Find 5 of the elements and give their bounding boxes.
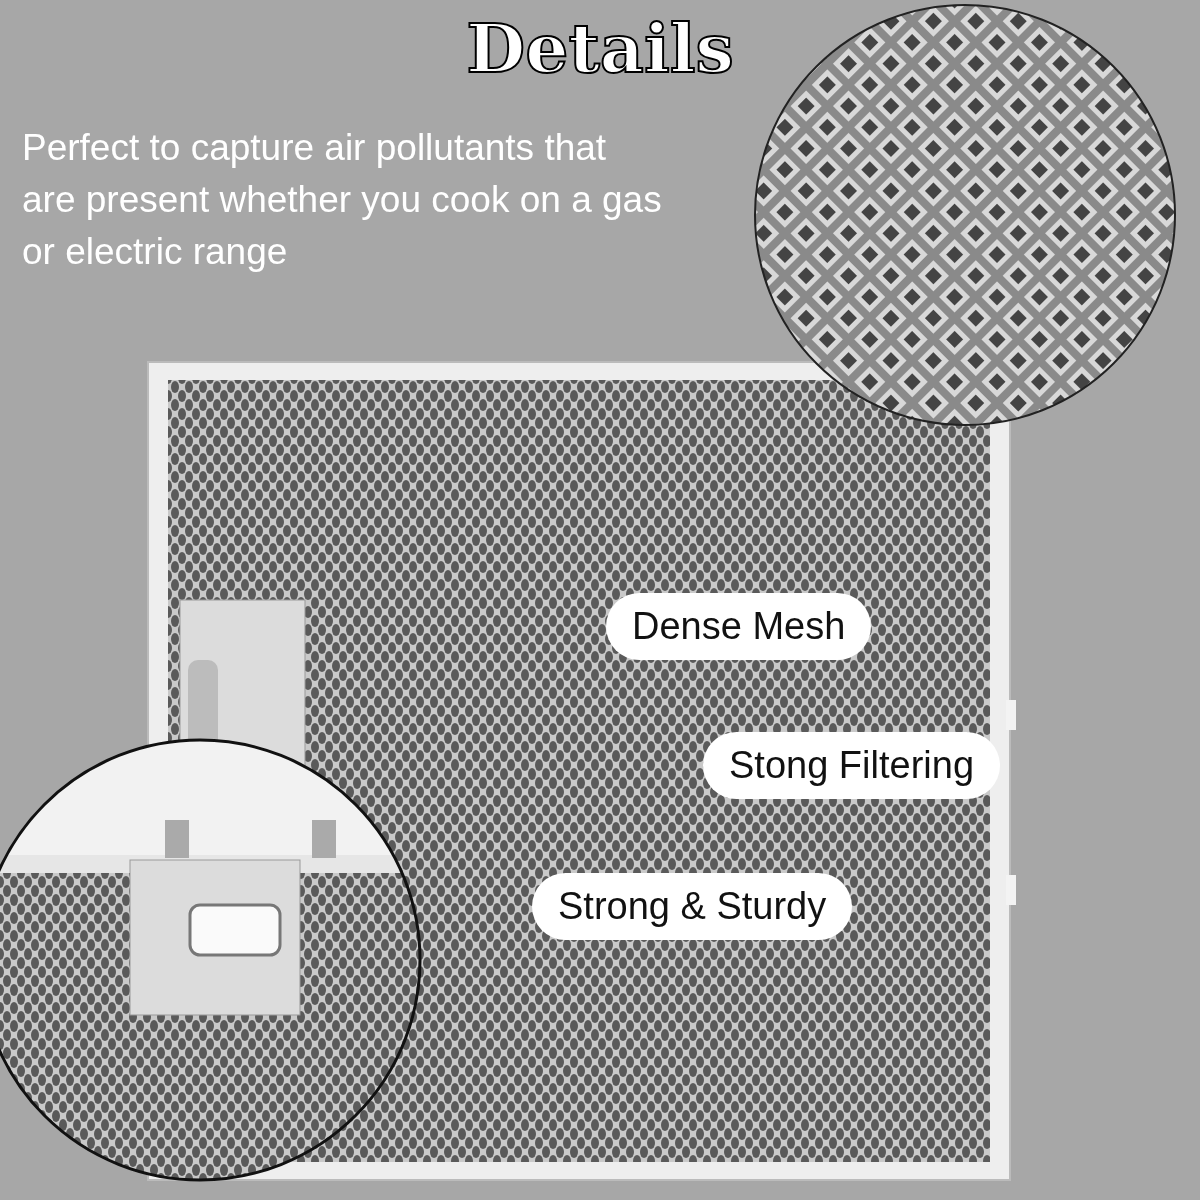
feature-label: Stong Filtering xyxy=(703,732,1000,799)
description-text: Perfect to capture air pollutants that are present whether you cook on a gas or electric range xyxy=(22,126,662,274)
feature-label: Strong & Sturdy xyxy=(532,873,853,940)
feature-label: Dense Mesh xyxy=(606,593,872,660)
heading: Details xyxy=(465,8,735,88)
